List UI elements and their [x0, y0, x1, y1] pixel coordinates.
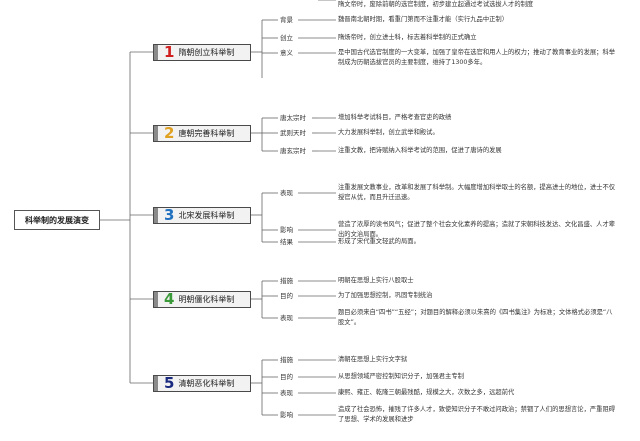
item-label: 创立 — [280, 34, 293, 42]
branch-title: 隋朝创立科举制 — [178, 47, 235, 57]
branch-accent-bar — [154, 207, 158, 223]
item-label: 背景 — [280, 16, 293, 24]
item-label: 唐太宗时 — [280, 114, 306, 122]
branch-number: 5 — [164, 373, 175, 392]
branch-accent-bar — [154, 291, 158, 307]
item-label: 唐玄宗时 — [280, 147, 306, 155]
item-label: 表现 — [280, 189, 293, 197]
item-description: 注重文教，把诗赋纳入科举考试的范围，促进了唐诗的发展 — [338, 147, 502, 154]
root-title: 科举制的发展演变 — [25, 215, 89, 225]
item-description: 隋文帝时，废除前朝的选官制度，初步建立起通过考试选拔人才的制度 — [338, 1, 534, 8]
item-label: 影响 — [280, 411, 293, 419]
item-description: 隋炀帝时，创立进士科，标志着科举制的正式确立 — [338, 34, 477, 41]
item-label: 武则天时 — [280, 129, 306, 137]
item-description: 题目必须来自“四书”“五经”；对题目的解释必须以朱熹的《四书集注》为标准；文体格… — [338, 309, 613, 326]
branch-accent-bar — [154, 375, 158, 391]
item-description: 营造了浓厚的读书风气；促进了整个社会文化素养的提高；造就了宋朝科技发达、文化昌盛… — [338, 221, 616, 238]
item-description: 增加科举考试科目，严格考查官吏的政绩 — [338, 114, 452, 121]
item-label: 表现 — [280, 314, 293, 322]
branch-number: 2 — [164, 123, 175, 142]
branch-number: 4 — [164, 289, 175, 308]
item-description: 为了加强思想控制，巩固专制统治 — [338, 292, 433, 299]
item-label: 措施 — [280, 356, 293, 364]
item-description: 注重发展文教事业，改革和发展了科举制。大幅度增加科举取士的名额，提高进士的地位，… — [338, 184, 616, 201]
item-label: 目的 — [280, 292, 293, 300]
item-description: 形成了宋代重文轻武的局面。 — [338, 238, 420, 245]
item-label: 措施 — [280, 277, 293, 285]
item-description: 康熙、雍正、乾隆三朝最残酷，规模之大，次数之多，远超前代 — [338, 389, 515, 396]
branch-number: 3 — [164, 205, 175, 224]
branch-number: 1 — [164, 42, 175, 61]
branch-title: 北宋发展科举制 — [178, 210, 235, 220]
item-description: 明朝在思想上实行八股取士 — [338, 277, 414, 284]
branch-title: 清朝恶化科举制 — [178, 378, 235, 388]
item-label: 意义 — [280, 49, 293, 57]
item-description: 是中国古代选官制度的一大变革，加强了皇帝在选官和用人上的权力；推动了教育事业的发… — [338, 49, 616, 66]
item-description: 从思想领域严密控制知识分子，加强君主专制 — [338, 373, 464, 380]
item-description: 魏晋南北朝时期，看重门第而不注重才能（实行九品中正制） — [338, 16, 509, 23]
item-label: 结果 — [280, 238, 293, 246]
item-label: 影响 — [280, 226, 293, 234]
item-label: 表现 — [280, 389, 293, 397]
item-description: 造成了社会恐怖，摧残了许多人才，致使知识分子不敢过问政治；禁锢了人们的思想言论，… — [338, 406, 616, 423]
item-description: 大力发展科举制，创立武举和殿试。 — [338, 129, 439, 136]
branch-accent-bar — [154, 44, 158, 60]
branch-title: 明朝僵化科举制 — [178, 294, 235, 304]
branch-accent-bar — [154, 125, 158, 141]
root-node: 科举制的发展演变 — [14, 210, 100, 230]
item-label: 目的 — [280, 373, 293, 381]
branch-title: 唐朝完善科举制 — [178, 128, 235, 138]
item-description: 清朝在思想上实行文字狱 — [338, 356, 408, 363]
